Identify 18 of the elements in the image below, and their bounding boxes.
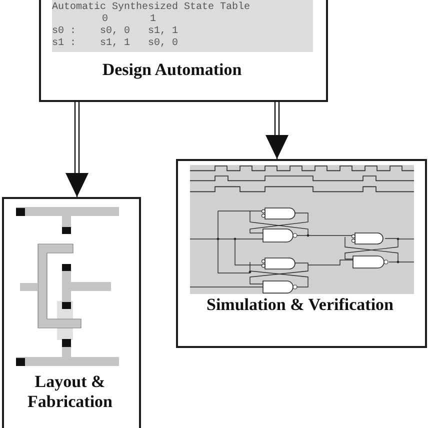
table-entry: s1, 1 (148, 26, 178, 38)
node-title: Simulation & Verification (206, 295, 394, 315)
row-header: s0 : (52, 26, 76, 38)
arrow (66, 101, 88, 197)
process-box (176, 159, 427, 348)
table-entry: s0, 0 (148, 38, 178, 50)
table-entry: s1, 1 (100, 38, 130, 50)
column-header: 0 (102, 14, 108, 26)
process-box (2, 197, 141, 428)
column-header: 1 (150, 14, 156, 26)
table-title: Automatic Synthesized State Table (52, 2, 250, 14)
node-title: Layout & Fabrication (28, 372, 112, 412)
arrow (266, 101, 288, 159)
table-entry: s0, 0 (100, 26, 130, 38)
row-header: s1 : (52, 38, 76, 50)
state-table-panel (52, 0, 313, 52)
node-title: Design Automation (102, 60, 242, 80)
process-box (39, 0, 328, 102)
